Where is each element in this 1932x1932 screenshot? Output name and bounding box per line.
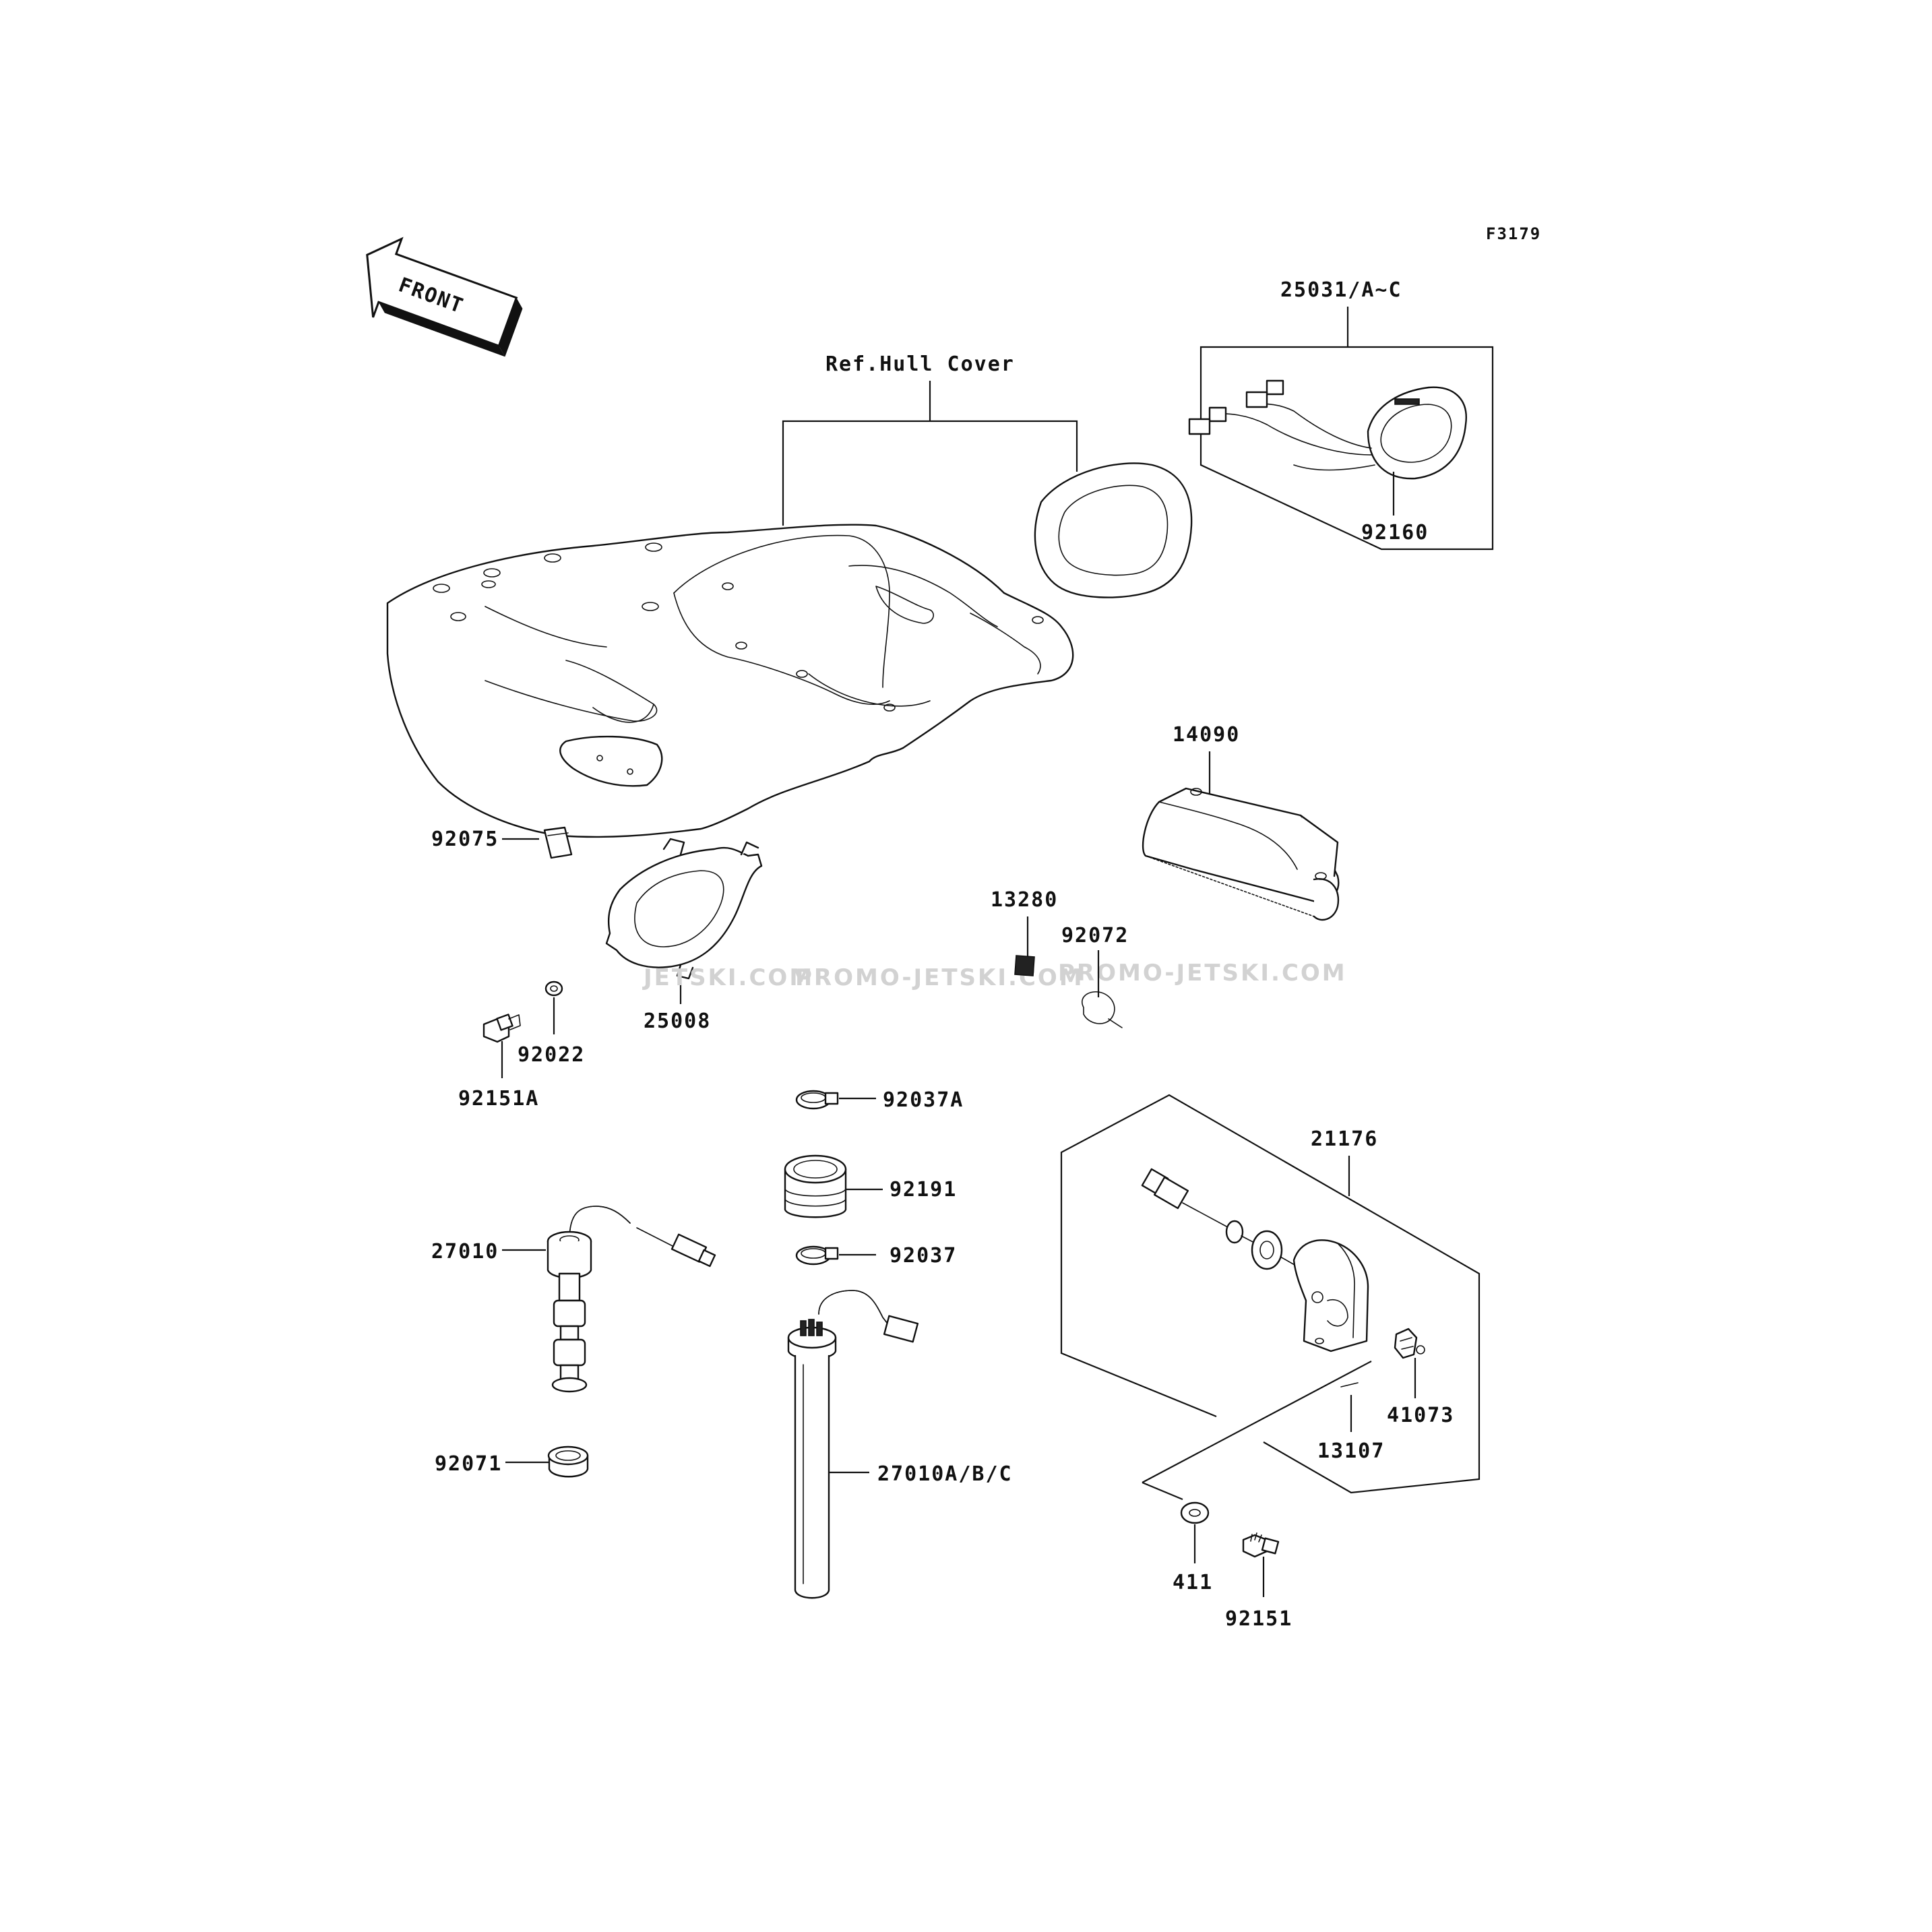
watermark-3: PROMO-JETSKI.COM [1058, 960, 1347, 987]
ref-hull-cover-bracket [782, 420, 1078, 526]
part-label-25008: 25008 [644, 1009, 711, 1033]
figure-code: F3179 [1486, 224, 1541, 243]
part-label-92191: 92191 [890, 1178, 957, 1202]
clamp-92037A [795, 1090, 839, 1110]
box-25031 [1199, 346, 1494, 551]
part-label-14090: 14090 [1173, 723, 1240, 747]
grommet-92071 [547, 1445, 589, 1478]
clip-41073 [1394, 1328, 1425, 1359]
fuel-sender-27010 [547, 1206, 716, 1393]
box-21176-inner [1142, 1361, 1372, 1483]
part-label-13107: 13107 [1317, 1439, 1385, 1463]
part-label-92037A: 92037A [883, 1088, 964, 1112]
washer-92022 [544, 980, 563, 997]
part-label-92022: 92022 [518, 1043, 585, 1067]
part-label-21176: 21176 [1311, 1127, 1378, 1151]
clamp-92037 [795, 1245, 839, 1266]
meter-bezel-ring [1034, 462, 1193, 598]
hull-cover [386, 524, 1074, 838]
bolt-92151A [482, 1014, 521, 1043]
switch-assembly-21176 [1141, 1168, 1369, 1352]
part-label-13280: 13280 [991, 888, 1058, 912]
speedometer-unit [1188, 379, 1467, 480]
box-21176 [1060, 1094, 1481, 1494]
pin-13107 [1340, 1382, 1359, 1388]
part-label-25031: 25031/A~C [1280, 278, 1402, 302]
front-arrow-icon: FRONT [366, 237, 523, 357]
part-label-411: 411 [1173, 1571, 1213, 1594]
part-label-92160: 92160 [1361, 521, 1429, 544]
box-21176-lower [1142, 1481, 1183, 1501]
watermark-2: PROMO-JETSKI.COM [795, 964, 1084, 991]
pad-92075 [543, 826, 573, 859]
part-label-92072: 92072 [1061, 924, 1129, 947]
part-label-92075: 92075 [431, 828, 499, 851]
fuel-sender-27010ABC [787, 1290, 919, 1599]
grommet-92191 [784, 1154, 847, 1218]
watermark-1: JETSKI.COM [642, 964, 814, 991]
bolt-92151 [1242, 1532, 1280, 1558]
part-label-41073: 41073 [1387, 1404, 1454, 1427]
bracket-25008 [605, 838, 763, 980]
band-92072 [1082, 991, 1123, 1028]
part-label-92151A: 92151A [458, 1087, 539, 1111]
cover-14090 [1142, 787, 1340, 921]
ref-hull-cover-label: Ref.Hull Cover [825, 352, 1015, 376]
pad-13280 [1014, 955, 1035, 976]
part-label-92037: 92037 [890, 1244, 957, 1268]
part-label-92151: 92151 [1225, 1607, 1292, 1631]
part-label-27010: 27010 [431, 1240, 499, 1264]
washer-411 [1180, 1501, 1210, 1524]
part-label-27010ABC: 27010A/B/C [877, 1462, 1013, 1486]
part-label-92071: 92071 [435, 1452, 502, 1476]
